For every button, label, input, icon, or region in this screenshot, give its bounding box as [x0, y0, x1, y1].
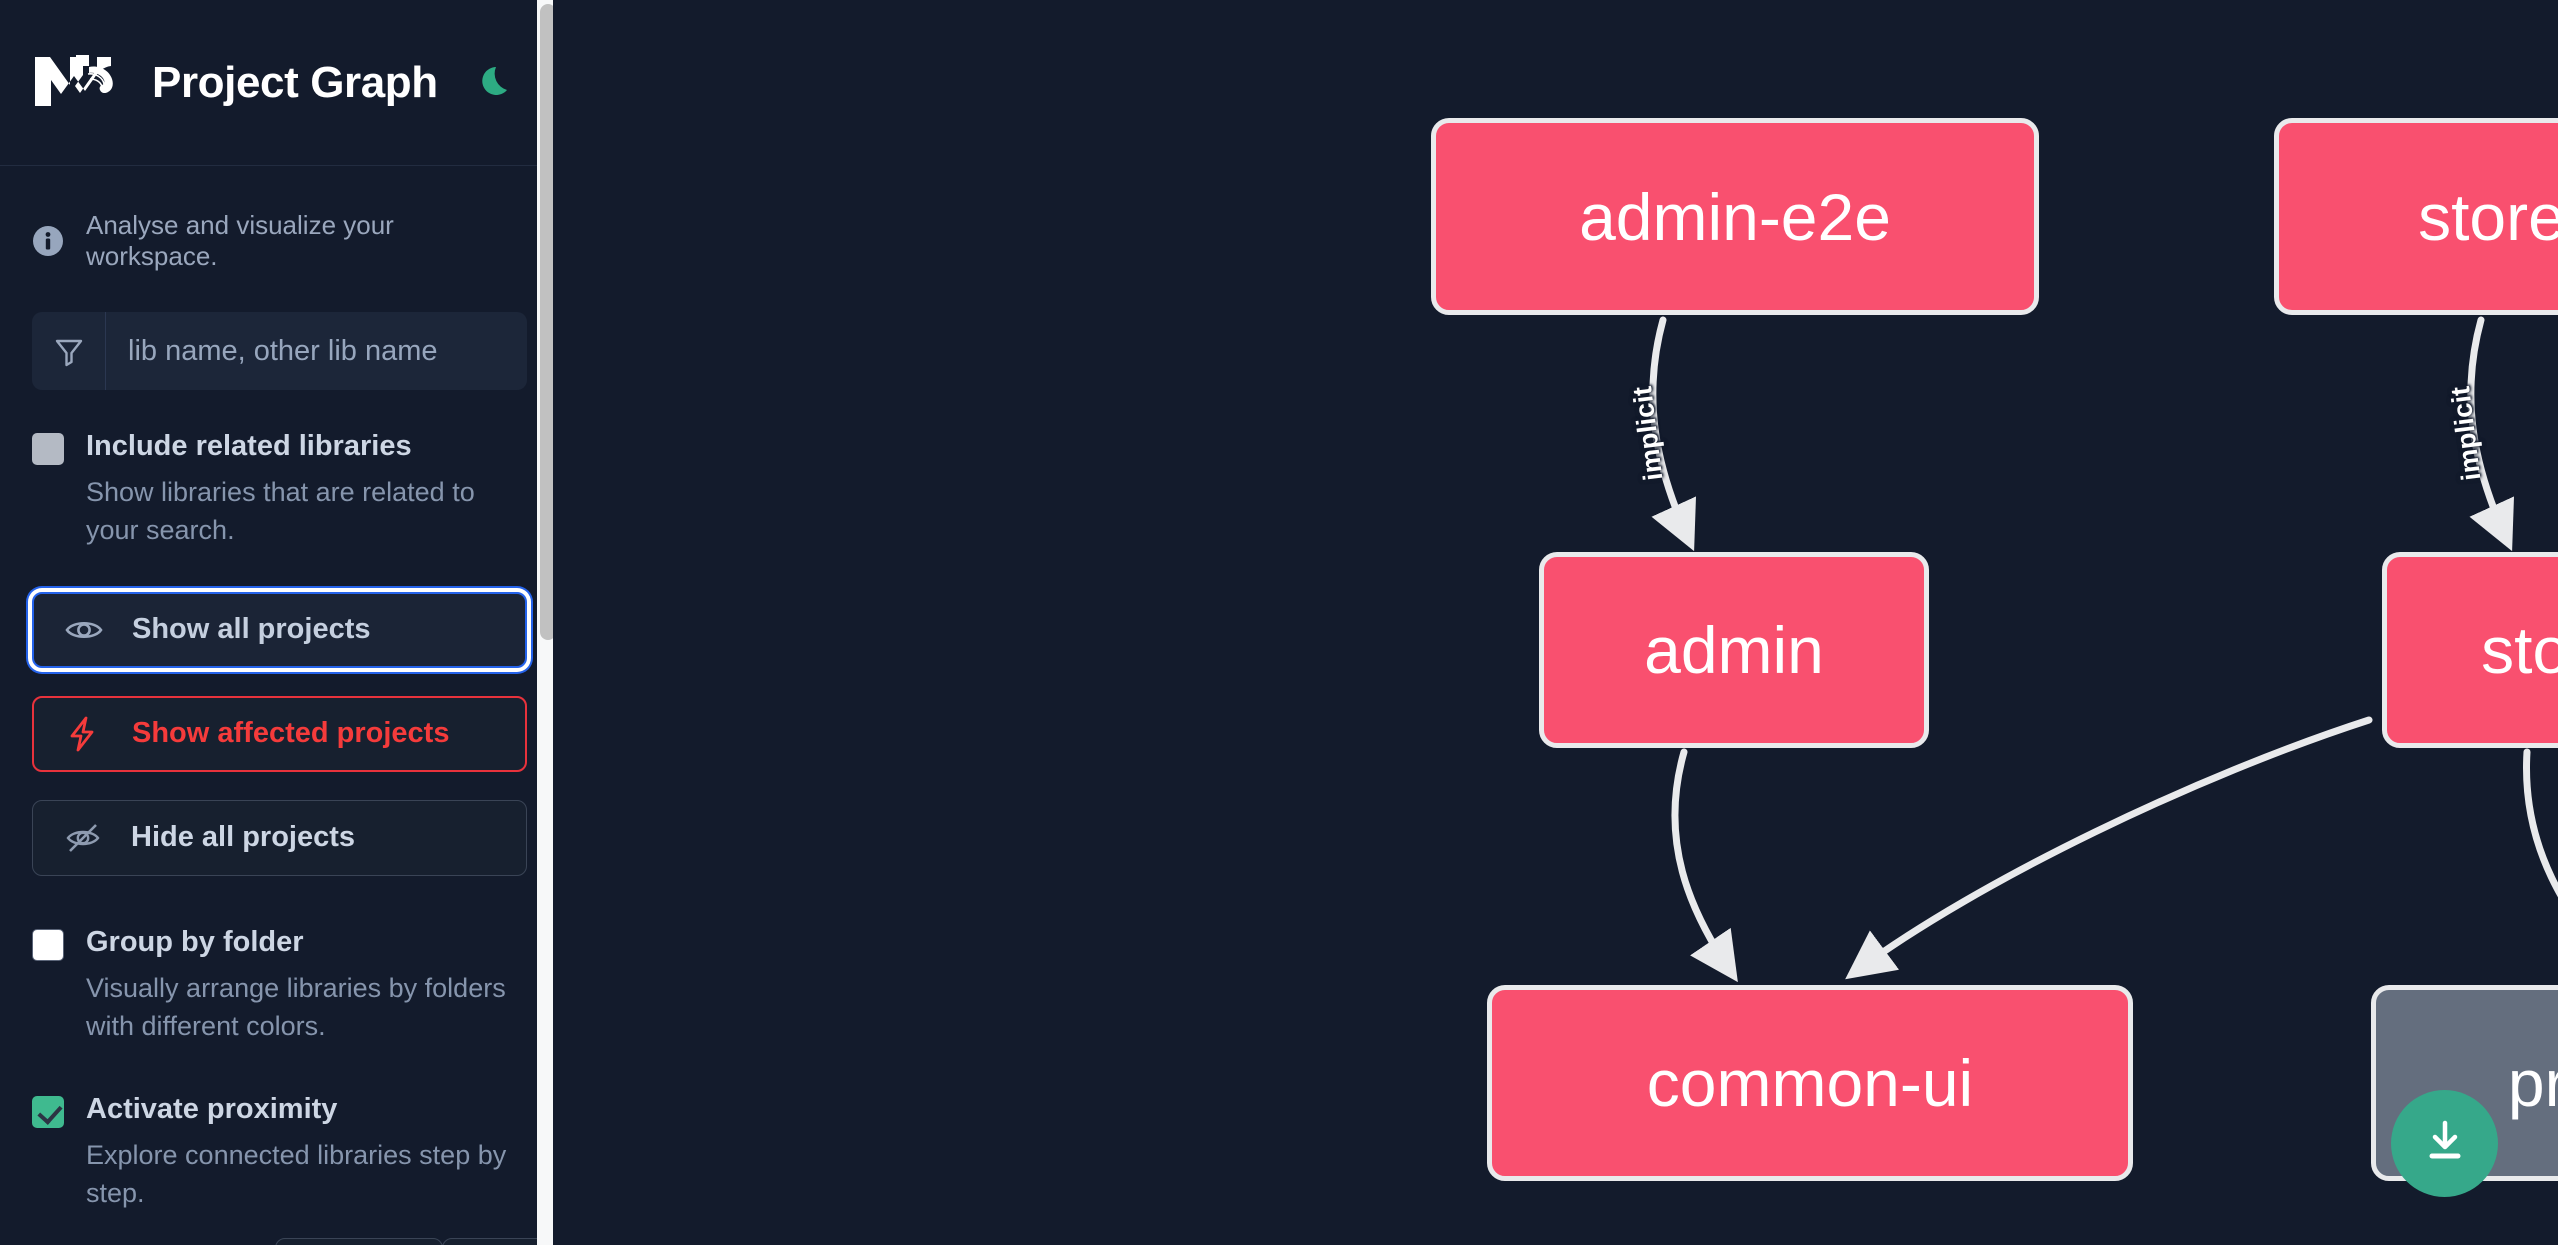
search-input[interactable]: [106, 312, 527, 390]
checkbox-activate-proximity[interactable]: [32, 1096, 64, 1129]
graph-node-store-e2e[interactable]: store-e2e: [2274, 118, 2558, 315]
show-all-projects-label: Show all projects: [132, 613, 371, 646]
checkbox-row-group-by-folder[interactable]: Group by folder Visually arrange librari…: [32, 920, 527, 1046]
checkbox-group-by-folder[interactable]: [32, 928, 64, 961]
nx-logo-icon: [32, 53, 124, 113]
checkbox-description: Explore connected libraries step by step…: [86, 1140, 507, 1209]
checkbox-label: Activate proximity: [86, 1093, 338, 1126]
edge-admin-e2e-to-admin: [1649, 316, 1697, 552]
edge-admin-to-common-ui: [1671, 748, 1738, 983]
node-label: common-ui: [1646, 1046, 1974, 1120]
checkbox-include-related-libraries[interactable]: [32, 433, 64, 465]
proximity-step-button-group[interactable]: [275, 1238, 559, 1245]
checkbox-label: Group by folder: [86, 925, 304, 958]
hide-all-projects-label: Hide all projects: [131, 821, 356, 854]
show-all-projects-button[interactable]: Show all projects: [32, 591, 527, 668]
filter-icon: [32, 312, 106, 390]
sidebar: Project Graph Analyse and visualize yo: [0, 0, 559, 1245]
node-label: products: [2507, 1046, 2558, 1120]
eye-icon: [64, 610, 104, 650]
hide-all-projects-button[interactable]: Hide all projects: [32, 799, 527, 876]
lightning-bolt-icon: [64, 714, 104, 754]
download-button[interactable]: [2391, 1090, 2498, 1197]
graph-node-admin-e2e[interactable]: admin-e2e: [1431, 118, 2039, 315]
moon-icon[interactable]: [474, 60, 520, 106]
edge-store-to-common-ui: [1845, 716, 2373, 980]
edge-store-e2e-to-store: [2467, 316, 2515, 552]
graph-edges: [1649, 316, 2558, 983]
sidebar-scrollbar-thumb[interactable]: [540, 4, 556, 640]
graph-node-admin[interactable]: admin: [1539, 552, 1929, 748]
proximity-step-decrease-button[interactable]: [275, 1238, 443, 1245]
edge-store-to-products: [2522, 748, 2558, 898]
page-title: Project Graph: [152, 57, 438, 107]
info-circle-icon: [32, 225, 64, 257]
tagline-text: Analyse and visualize your workspace.: [86, 210, 394, 271]
checkbox-label: Include related libraries: [86, 430, 412, 462]
show-affected-projects-label: Show affected projects: [132, 717, 450, 750]
checkbox-row-activate-proximity[interactable]: Activate proximity Explore connected lib…: [32, 1087, 527, 1213]
node-label: store: [2481, 613, 2558, 687]
node-label: admin: [1644, 613, 1824, 687]
graph-node-store[interactable]: store: [2382, 552, 2558, 748]
graph-node-common-ui[interactable]: common-ui: [1487, 985, 2133, 1181]
show-affected-projects-button[interactable]: Show affected projects: [32, 695, 527, 772]
sidebar-header: Project Graph: [0, 0, 559, 166]
checkbox-description: Show libraries that are related to your …: [86, 476, 475, 546]
node-label: store-e2e: [2418, 179, 2558, 254]
checkbox-row-include-related-libraries[interactable]: Include related libraries Show libraries…: [32, 424, 527, 550]
eye-slash-icon: [63, 818, 103, 858]
sidebar-edge: [553, 0, 559, 1245]
download-icon: [2419, 1115, 2471, 1172]
search-field[interactable]: [32, 312, 527, 390]
graph-canvas[interactable]: admin-e2e store-e2e admin store common-u…: [559, 0, 2558, 1245]
checkbox-description: Visually arrange libraries by folders wi…: [86, 972, 506, 1041]
action-button-group: Show all projects Show affected projects: [32, 591, 527, 876]
sidebar-tagline: Analyse and visualize your workspace.: [0, 166, 559, 312]
node-label: admin-e2e: [1579, 179, 1891, 254]
